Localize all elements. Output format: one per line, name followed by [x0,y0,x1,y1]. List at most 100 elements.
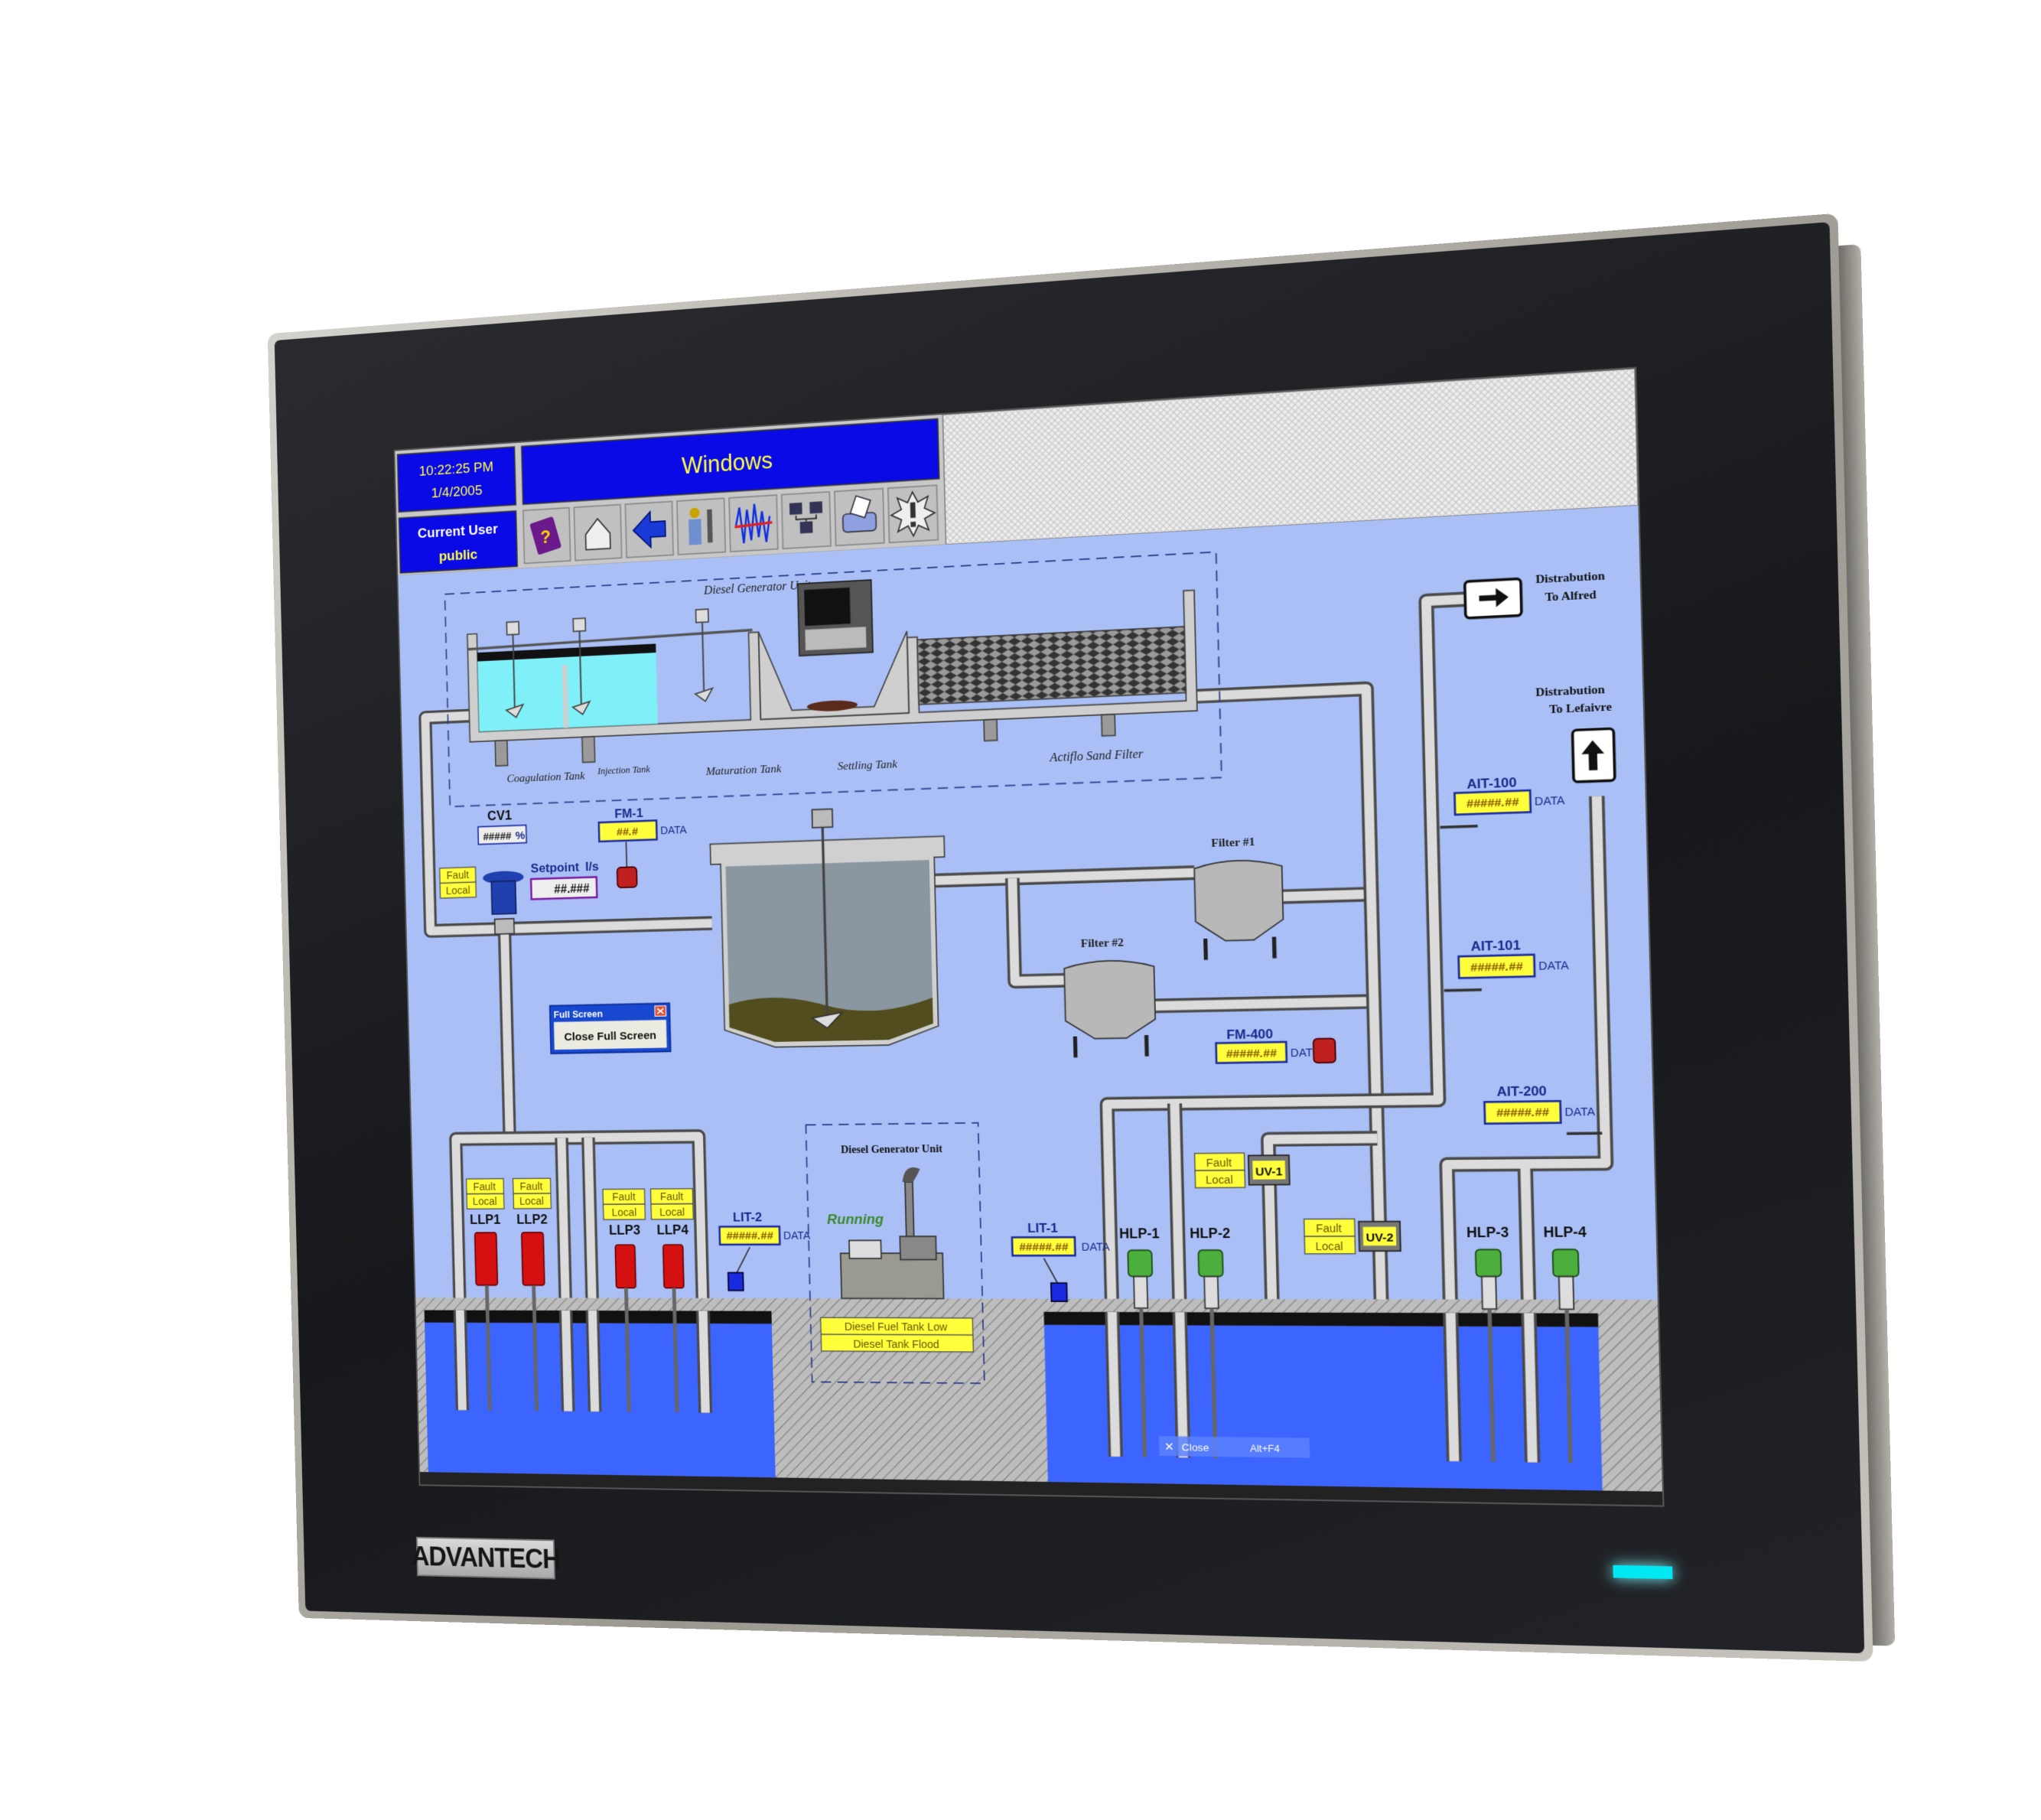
low-lift-pump-llp4[interactable]: Fault Local LLP4 [650,1189,698,1413]
ait-101-value: #####.## [1470,960,1524,975]
llp4-tag: LLP4 [656,1223,688,1238]
ait-200-suffix: DATA [1564,1105,1596,1118]
fm1-tag: FM-1 [614,806,643,821]
hlp3-tag: HLP-3 [1466,1224,1509,1241]
alarm-tank-flood: Diesel Tank Flood [853,1337,939,1350]
uv1-fault: Fault [1206,1156,1232,1169]
tank-label-injection: Injection Tank [597,764,650,777]
printer-icon [842,495,876,532]
operator-button[interactable] [677,498,725,555]
close-window-hint[interactable]: ✕ Close Alt+F4 [1158,1436,1310,1458]
fm400-tag: FM-400 [1226,1026,1273,1042]
llp3-fault: Fault [612,1190,636,1203]
level-sensor-icon [1051,1283,1067,1301]
uv2-tag: UV-2 [1366,1232,1393,1245]
analyzer-ait-200[interactable]: AIT-200 #####.## DATA [1484,1083,1602,1135]
low-lift-pump-llp1[interactable]: Fault Local LLP1 [467,1179,509,1411]
clock-date: 1/4/2005 [431,482,482,500]
llp4-local: Local [659,1206,685,1218]
empty-window-area [942,368,1638,545]
level-transmitter-lit1[interactable]: LIT-1 #####.## DATA [1011,1220,1112,1302]
pipe [504,929,509,1138]
distribution-lefaivre-line1: Distrabution [1535,683,1606,699]
touch-screen[interactable]: 10:22:25 PM 1/4/2005 Windows Current Use… [393,366,1665,1507]
ait-200-tag: AIT-200 [1496,1083,1547,1099]
full-screen-dialog: Full Screen Close Full Screen [550,1003,671,1053]
cv1-tag: CV1 [487,807,513,823]
fm400-value: #####.## [1226,1047,1277,1061]
analyzer-ait-101[interactable]: AIT-101 #####.## DATA [1443,936,1570,991]
fm1-suffix: DATA [660,823,688,836]
tank-label-settling: Settling Tank [838,758,898,773]
uv1-tag: UV-1 [1255,1166,1283,1179]
close-hint-label: Close [1182,1441,1209,1454]
close-full-screen-label: Close Full Screen [564,1030,656,1043]
level-sensor-icon [728,1273,744,1291]
distribution-alfred-line1: Distrabution [1535,570,1606,587]
red-pump-icon [475,1232,498,1285]
high-lift-pump-hlp3[interactable]: HLP-3 [1466,1224,1515,1462]
green-pump-icon [1553,1249,1579,1277]
distribution-alfred-button[interactable]: Distrabution To Alfred [1465,570,1606,618]
lit1-suffix: DATA [1082,1240,1111,1253]
toolbar: ? [523,485,938,563]
hmi-terminal-image [798,580,873,656]
green-pump-icon [1198,1250,1222,1277]
llp3-tag: LLP3 [609,1223,641,1238]
back-button[interactable] [625,501,673,557]
close-full-screen-button[interactable]: Close Full Screen [553,1020,667,1050]
ait-101-tag: AIT-101 [1470,937,1521,954]
high-lift-pump-hlp4[interactable]: HLP-4 [1543,1224,1592,1463]
power-led [1613,1564,1673,1580]
distribution-lefaivre-button[interactable]: Distrabution To Lefaivre [1535,683,1615,783]
network-button[interactable] [782,492,831,549]
trend-button[interactable] [729,495,778,552]
print-button[interactable] [835,489,884,546]
llp1-fault: Fault [473,1180,496,1193]
dialog-close-button[interactable] [655,1006,666,1017]
flow-transmitter-icon [617,867,637,887]
high-lift-pump-hlp1[interactable]: HLP-1 [1119,1226,1165,1457]
analyzer-probe-icon [1444,990,1482,991]
control-valve-cv1[interactable]: CV1 ##### % Fault Local [438,807,529,936]
setpoint-unit: l/s [585,859,599,874]
wet-wells [415,1297,1663,1506]
window-title-bar: Windows [522,418,939,504]
window-title: Windows [682,448,773,480]
tank-label-coagulation: Coagulation Tank [506,770,585,785]
cv1-local: Local [446,884,470,897]
close-hint-shortcut: Alt+F4 [1250,1443,1280,1454]
setpoint-label: Setpoint [531,860,580,876]
distribution-lefaivre-line2: To Lefaivre [1549,701,1613,717]
lit1-tag: LIT-1 [1027,1220,1058,1236]
red-pump-icon [522,1232,545,1285]
alarm-fuel-tank-low: Diesel Fuel Tank Low [845,1320,949,1333]
llp2-fault: Fault [519,1180,542,1192]
level-transmitter-lit2[interactable]: LIT-2 #####.## DATA [719,1210,812,1291]
alarm-icon [890,490,935,537]
setpoint-field[interactable]: Setpoint l/s ##.### [531,859,600,899]
panel-pc: 10:22:25 PM 1/4/2005 Windows Current Use… [267,213,1896,1662]
low-lift-pump-llp2[interactable]: Fault Local LLP2 [513,1178,556,1411]
diesel-generator-unit: Diesel Generator Unit Running Diesel Fue… [806,1123,985,1383]
analyzer-ait-100[interactable]: AIT-100 #####.## DATA [1439,773,1566,827]
green-pump-icon [1128,1250,1152,1276]
process-background [398,505,1663,1506]
uv-reactor-uv1[interactable]: Fault Local UV-1 [1195,1153,1290,1188]
advantech-logo: ADVANTECH [412,1536,560,1580]
llp4-fault: Fault [660,1190,684,1203]
right-wet-well-water [1043,1324,1603,1491]
high-lift-pump-hlp2[interactable]: HLP-2 [1190,1226,1236,1459]
help-button[interactable]: ? [523,508,571,564]
flow-transmitter-icon [1313,1038,1336,1063]
low-lift-pump-llp3[interactable]: Fault Local LLP3 [603,1189,650,1412]
uv-reactor-uv2[interactable]: Fault Local UV-2 [1304,1219,1401,1254]
help-book-icon: ? [529,516,562,555]
upper-treatment-unit: Diesel Generator Unit Coagulation Tank I… [444,552,1221,806]
lit2-suffix: DATA [783,1229,811,1242]
alarm-button[interactable] [888,485,938,542]
flow-meter-fm400[interactable]: FM-400 #####.## DAT [1216,1025,1336,1065]
clock-panel: 10:22:25 PM 1/4/2005 [398,447,516,512]
flow-meter-fm1[interactable]: FM-1 ##.# DATA [598,804,688,888]
home-button[interactable] [574,505,621,561]
